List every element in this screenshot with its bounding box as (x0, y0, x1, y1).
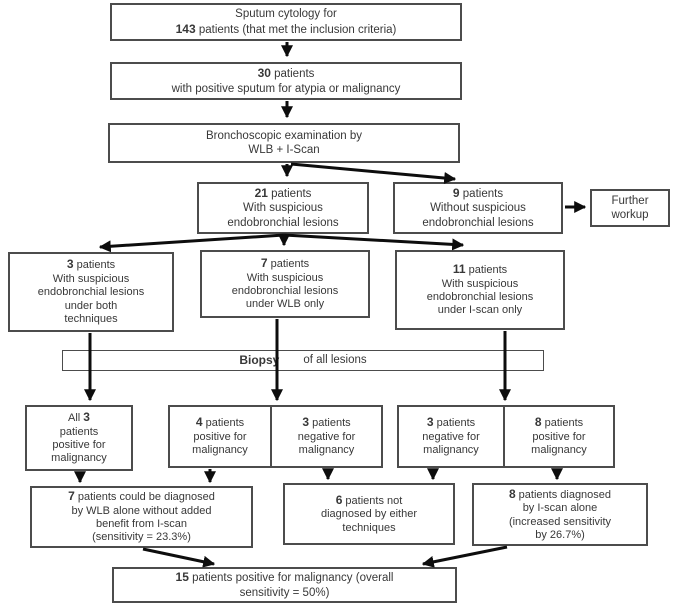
box-text: malignancy (298, 444, 355, 457)
box-text: With suspicious (243, 202, 323, 215)
biopsy-bar: Biopsy of all lesions (62, 350, 544, 371)
box-text: With suspicious (246, 271, 324, 284)
box-text: techniques (64, 313, 118, 326)
box-text: 3 patients (66, 257, 116, 272)
box-text: WLB + I-Scan (248, 144, 320, 156)
box-text: under both (64, 299, 118, 312)
box-text: by I-scan alone (522, 502, 598, 515)
box-text: with positive sputum for atypia or malig… (171, 82, 401, 95)
box-text: malignancy (192, 444, 248, 457)
box-text: Bronchoscopic examination by (206, 129, 362, 142)
box-text: 7 patients (260, 256, 310, 271)
box-8-iscan-diagnosed: 8 patients diagnosed by I-scan alone (in… (472, 483, 648, 546)
box-8-positive: 8 patients positive for malignancy (503, 405, 615, 468)
box-text: 21 patients (254, 186, 312, 201)
box-text: 7 patients could be diagnosed (68, 489, 215, 504)
box-text: workup (611, 209, 649, 221)
box-text: malignancy (423, 444, 479, 457)
box-3-both-techniques: 3 patients With suspicious endobronchial… (8, 252, 174, 332)
box-text: 11 patients (452, 262, 508, 277)
box-4-positive: 4 patients positive for malignancy (168, 405, 272, 468)
box-text: positive for (532, 430, 586, 443)
box-11-iscan-only: 11 patients With suspicious endobronchia… (395, 250, 565, 330)
box-text: With suspicious (441, 277, 519, 290)
box-sputum-cytology: Sputum cytology for 143 patients (that m… (110, 3, 462, 41)
box-text: 3 patients (426, 415, 476, 430)
arrow-21-to-11-iscan (283, 233, 465, 251)
box-text: patients (59, 425, 99, 438)
arrow-8diagnosed-to-15overall (421, 545, 508, 568)
biopsy-bar-label: Biopsy (239, 353, 280, 368)
box-text: malignancy (51, 452, 107, 465)
biopsy-bar-text: of all lesions (303, 354, 367, 367)
box-text: under I-scan only (437, 304, 523, 317)
box-text: endobronchial lesions (227, 216, 339, 229)
arrow-7diagnosed-to-15overall (142, 547, 216, 568)
box-text: diagnosed by either (320, 508, 417, 521)
box-9-without-lesions: 9 patients Without suspicious endobronch… (393, 182, 563, 234)
box-text: 6 patients not (335, 492, 403, 507)
box-text: by WLB alone without added (71, 504, 212, 517)
box-further-workup: Further workup (590, 189, 670, 227)
box-30-positive-sputum: 30 patients with positive sputum for aty… (110, 62, 462, 100)
box-21-suspicious-lesions: 21 patients With suspicious endobronchia… (197, 182, 369, 234)
box-text: 15 patients positive for malignancy (ove… (175, 570, 394, 585)
box-text: by 26.7%) (535, 528, 585, 541)
box-text: All 3 (68, 410, 90, 425)
box-text: malignancy (531, 444, 587, 457)
box-text: 30 patients (257, 66, 315, 81)
box-text: endobronchial lesions (37, 286, 145, 299)
box-bronchoscopic-examination: Bronchoscopic examination by WLB + I-Sca… (108, 123, 460, 163)
box-text: positive for (193, 430, 247, 443)
box-text: sensitivity = 50%) (239, 586, 330, 599)
box-text: endobronchial lesions (422, 216, 534, 229)
box-text: 4 patients (195, 415, 245, 430)
box-text: techniques (342, 521, 396, 534)
arrow-bronchoscopy-to-9 (290, 162, 457, 184)
box-text: benefit from I-scan (95, 518, 188, 530)
box-all-3-positive: All 3 patients positive for malignancy (25, 405, 133, 471)
box-text: negative for (422, 430, 480, 443)
box-7-wlb-only: 7 patients With suspicious endobronchial… (200, 250, 370, 318)
box-text: 9 patients (452, 186, 504, 201)
box-text: 8 patients (534, 415, 584, 430)
box-text: Sputum cytology for (235, 8, 337, 21)
box-text: Further (611, 194, 649, 207)
box-text: negative for (297, 430, 356, 443)
box-text: (increased sensitivity (508, 515, 612, 528)
box-text: Without suspicious (430, 202, 526, 215)
box-text: With suspicious (52, 272, 130, 285)
box-3-negative-wlb: 3 patients negative for malignancy (270, 405, 383, 468)
box-text: 3 patients (302, 415, 351, 430)
box-text: 143 patients (that met the inclusion cri… (175, 21, 397, 36)
box-15-overall: 15 patients positive for malignancy (ove… (112, 567, 457, 603)
box-text: endobronchial lesions (426, 291, 534, 303)
box-text: under WLB only (245, 298, 325, 311)
box-text: 8 patients diagnosed (508, 486, 612, 501)
box-text: positive for (52, 439, 106, 451)
box-7-wlb-diagnosed: 7 patients could be diagnosed by WLB alo… (30, 486, 253, 548)
box-text: (sensitivity = 23.3%) (92, 531, 191, 544)
box-6-not-diagnosed: 6 patients not diagnosed by either techn… (283, 483, 455, 545)
box-text: endobronchial lesions (231, 285, 339, 297)
box-3-negative-iscan: 3 patients negative for malignancy (397, 405, 505, 468)
arrow-21-to-3-both (98, 233, 285, 253)
